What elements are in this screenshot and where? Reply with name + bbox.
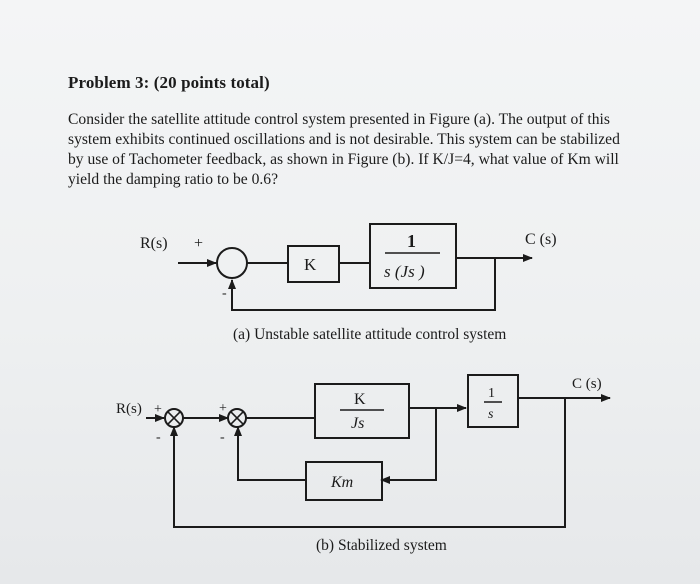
fig-b-minus-sign-1: - (156, 430, 161, 445)
figure-a (178, 223, 533, 311)
fig-b-output-label: C (s) (572, 376, 602, 392)
fig-a-output-label: C (s) (525, 231, 557, 248)
fig-a-caption: (a) Unstable satellite attitude control … (233, 326, 506, 343)
fig-b-forward-denominator: Js (351, 415, 364, 432)
fig-a-feedback-path (231, 258, 496, 311)
fig-b-tacho-feedback-path (386, 408, 437, 481)
fig-b-integrator-block (467, 374, 519, 428)
fig-a-plant-denominator: s (Js ) (384, 262, 425, 281)
fig-a-summing-junction (216, 247, 248, 279)
fig-a-plus-sign: + (194, 235, 203, 252)
fig-b-feedback-label: Km (330, 474, 353, 491)
figure-b (146, 374, 611, 528)
fig-b-integrator-numerator: 1 (488, 386, 495, 401)
fig-b-plus-sign-1: + (154, 402, 162, 417)
problem-statement: Consider the satellite attitude control … (68, 110, 638, 190)
fig-b-input-label: R(s) (116, 401, 142, 417)
fig-a-input-label: R(s) (140, 235, 168, 252)
fig-a-gain-label: K (304, 255, 317, 274)
statement-line: yield the damping ratio to be 0.6? (68, 171, 279, 188)
fig-b-minus-sign-2: - (220, 430, 225, 445)
fig-a-minus-sign: - (222, 286, 227, 301)
fig-a-plant-block (369, 223, 457, 289)
fig-b-plus-sign-2: + (219, 401, 227, 416)
fig-a-plant-numerator: 1 (407, 231, 416, 251)
problem-title: Problem 3: (20 points total) (68, 73, 270, 92)
statement-line: Consider the satellite attitude control … (68, 111, 610, 128)
statement-line: by use of Tachometer feedback, as shown … (68, 151, 619, 168)
fig-b-tacho-return-path (237, 432, 306, 481)
fig-b-forward-block (314, 383, 410, 439)
fig-b-caption: (b) Stabilized system (316, 537, 447, 554)
fig-b-outer-feedback-path (173, 398, 566, 528)
fig-b-forward-numerator: K (354, 391, 366, 408)
statement-line: system exhibits continued oscillations a… (68, 131, 620, 148)
fig-b-integrator-denominator: s (488, 407, 494, 422)
